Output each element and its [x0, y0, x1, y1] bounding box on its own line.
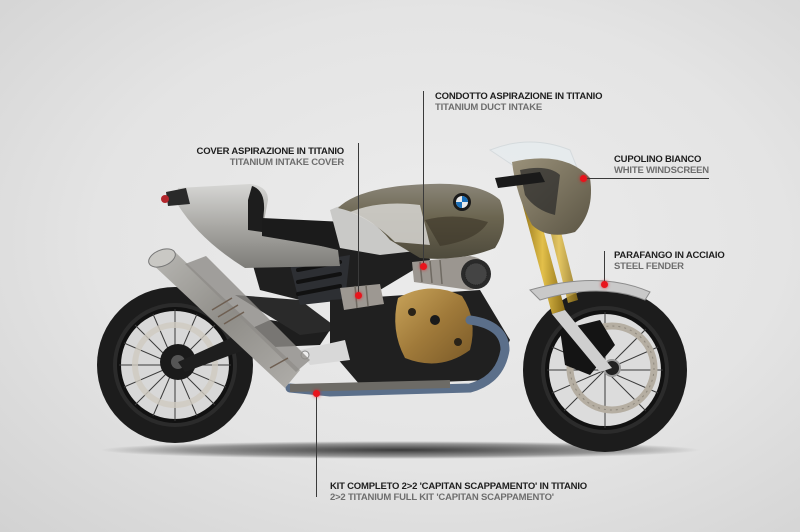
- annotation-italian: COVER ASPIRAZIONE IN TITANIO: [196, 146, 345, 157]
- annotation-english: STEEL FENDER: [614, 261, 684, 272]
- hotspot-exhaust-kit[interactable]: [313, 390, 320, 397]
- annotation-italian: PARAFANGO IN ACCIAIO: [614, 250, 725, 261]
- annotation-english: TITANIUM INTAKE COVER: [229, 157, 344, 168]
- annotation-duct-intake: CONDOTTO ASPIRAZIONE IN TITANIO TITANIUM…: [435, 91, 602, 113]
- annotation-italian: CONDOTTO ASPIRAZIONE IN TITANIO: [435, 91, 603, 102]
- hotspot-intake-cover[interactable]: [355, 292, 362, 299]
- hotspot-fender[interactable]: [601, 281, 608, 288]
- leader-line-duct-intake: [423, 91, 424, 266]
- annotation-english: 2>2 TITANIUM FULL KIT 'CAPITAN SCAPPAMEN…: [330, 492, 554, 503]
- rear-wheel: [97, 287, 253, 443]
- annotation-english: WHITE WINDSCREEN: [614, 165, 709, 176]
- leader-line-fender: [604, 251, 605, 284]
- leader-line-windscreen: [584, 178, 709, 179]
- annotation-windscreen: CUPOLINO BIANCO WHITE WINDSCREEN: [614, 154, 709, 176]
- annotation-intake-cover: COVER ASPIRAZIONE IN TITANIO TITANIUM IN…: [190, 146, 345, 168]
- annotation-exhaust-kit: KIT COMPLETO 2>2 'CAPITAN SCAPPAMENTO' I…: [330, 481, 587, 503]
- hotspot-windscreen[interactable]: [580, 175, 587, 182]
- leader-line-intake-cover: [358, 143, 359, 295]
- exhaust-muffler: [148, 248, 310, 388]
- fuel-tank: [338, 183, 504, 259]
- leader-line-exhaust-kit: [316, 393, 317, 497]
- annotation-italian: CUPOLINO BIANCO: [614, 154, 702, 165]
- hotspot-duct-intake[interactable]: [420, 263, 427, 270]
- annotation-fender: PARAFANGO IN ACCIAIO STEEL FENDER: [614, 250, 725, 272]
- windscreen-fairing: [488, 141, 591, 235]
- annotation-english: TITANIUM DUCT INTAKE: [435, 102, 542, 113]
- annotation-italian: KIT COMPLETO 2>2 'CAPITAN SCAPPAMENTO' I…: [330, 481, 587, 492]
